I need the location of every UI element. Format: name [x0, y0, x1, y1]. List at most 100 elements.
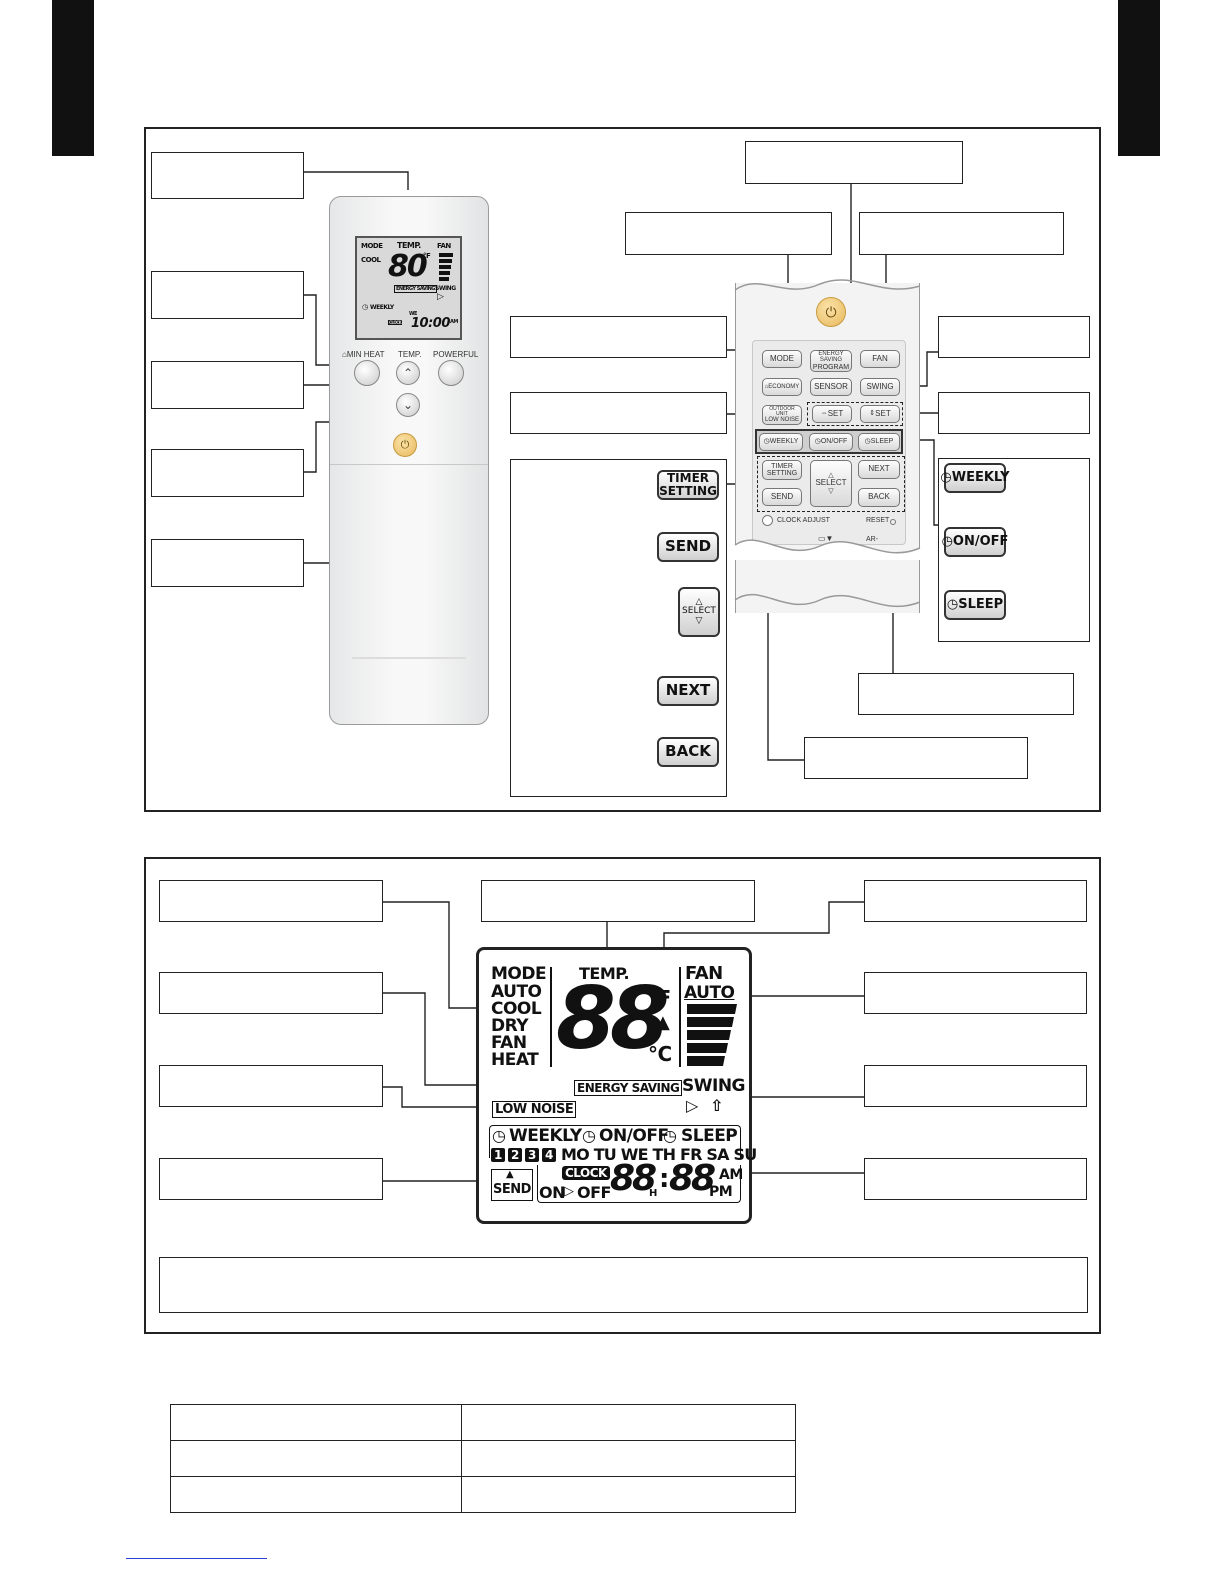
display-swing: SWING	[682, 1076, 746, 1096]
powerful-button[interactable]	[438, 360, 464, 386]
set-vertical-button[interactable]: ⇕SET	[860, 405, 900, 423]
energy-saving-button[interactable]: ENERGY SAVING PROGRAM	[810, 350, 852, 372]
low-noise-button[interactable]: OUTDOOR UNIT LOW NOISE	[762, 405, 802, 425]
select-up-icon: △	[695, 596, 703, 607]
weekly-key: ◷WEEKLY	[940, 463, 1010, 493]
display-clock: CLOCK	[562, 1166, 610, 1180]
lcd-cool: COOL	[361, 256, 381, 264]
timer-setting-line1: TIMER	[771, 462, 793, 470]
label-box-temp-unit	[864, 880, 1087, 922]
power-icon: ⏻	[400, 439, 410, 451]
table-cell	[170, 1440, 462, 1477]
label-box-set	[938, 392, 1090, 434]
table-cell	[170, 1476, 462, 1513]
temp-up-button[interactable]: ⌃	[396, 361, 420, 385]
weekly-key-label: WEEKLY	[951, 470, 1010, 486]
remote-left-bottom-slit	[352, 657, 466, 659]
label-box-signal-transmitter	[151, 152, 304, 199]
chevron-up-icon: ⌃	[402, 366, 414, 380]
fan-button[interactable]: FAN	[860, 350, 900, 368]
on-off-key-clock-icon: ◷	[941, 534, 953, 550]
display-dry: DRY	[491, 1016, 529, 1036]
send-button[interactable]: SEND	[762, 488, 802, 506]
select-down-arrow-icon: ▽	[828, 487, 834, 495]
display-mode: MODE	[491, 964, 547, 984]
mode-button-label: MODE	[770, 353, 794, 363]
set-horizontal-label: SET	[827, 408, 844, 418]
reset-button[interactable]	[890, 519, 896, 525]
weekly-clock-icon: ◷	[763, 438, 770, 446]
on-off-key-label: ON/OFF	[952, 534, 1009, 550]
display-fan: FAN	[685, 963, 723, 984]
weekly-button[interactable]: ◷WEEKLY	[759, 433, 803, 451]
display-time-minutes: 88	[669, 1158, 716, 1199]
fan-button-label: FAN	[872, 353, 888, 363]
select-down-icon: ▽	[695, 615, 703, 626]
min-heat-label: ⌂MIN HEAT	[342, 350, 384, 359]
remote-controller-panel	[144, 127, 1101, 812]
economy-button-label: ECONOMY	[768, 383, 800, 390]
label-box-fan-speed	[864, 972, 1087, 1014]
temp-down-button[interactable]: ⌄	[396, 393, 420, 417]
display-time-hours: 88	[610, 1158, 657, 1199]
label-box-min-heat	[151, 271, 304, 319]
display-send: SEND	[493, 1182, 531, 1197]
label-box-temp	[151, 361, 304, 409]
program-number-4: 4	[542, 1148, 556, 1162]
table-cell	[461, 1404, 796, 1441]
display-triangle-icon: ▲	[656, 1012, 670, 1033]
clock-adjust-button[interactable]	[762, 515, 773, 526]
on-off-button[interactable]: ◷ON/OFF	[809, 433, 853, 451]
next-key: NEXT	[657, 676, 719, 706]
label-box-economy	[510, 316, 727, 358]
swing-button[interactable]: SWING	[860, 378, 900, 396]
timer-setting-button[interactable]: TIMER SETTING	[762, 460, 802, 480]
lcd-unit: °F	[423, 252, 431, 260]
power-button-right[interactable]: ⏻	[816, 297, 846, 327]
lcd-fan: FAN	[437, 242, 451, 250]
label-box-clock-adjust	[804, 737, 1028, 779]
display-pm: PM	[709, 1184, 733, 1200]
clock-section-frame	[537, 1165, 741, 1203]
display-energy-saving: ENERGY SAVING	[574, 1080, 683, 1096]
energy-saving-button-line1: ENERGY SAVING	[818, 351, 844, 364]
sensor-button[interactable]: SENSOR	[810, 378, 852, 396]
on-off-key: ◷ON/OFF	[941, 527, 1009, 557]
min-heat-button[interactable]	[354, 360, 380, 386]
back-key: BACK	[657, 737, 719, 767]
label-box-energy-saving	[159, 972, 383, 1014]
next-button[interactable]: NEXT	[858, 460, 900, 479]
send-indicator-frame	[491, 1169, 533, 1201]
economy-button[interactable]: ⌂ECONOMY	[762, 378, 802, 396]
select-button[interactable]: △ SELECT ▽	[810, 460, 852, 507]
timer-setting-key-line1: TIMER	[666, 471, 710, 486]
chevron-down-icon: ⌄	[402, 398, 414, 412]
mode-button[interactable]: MODE	[762, 350, 802, 368]
set-buttons-group	[807, 402, 903, 426]
timer-setting-line2: SETTING	[766, 470, 798, 477]
display-colon: :	[659, 1164, 669, 1194]
label-box-low-noise-indicator	[159, 1065, 383, 1107]
set-horizontal-button[interactable]: ⇔SET	[812, 405, 852, 423]
display-temp: TEMP.	[579, 964, 630, 983]
battery-icon: ▭▼	[818, 534, 834, 543]
swing-button-label: SWING	[866, 381, 894, 391]
lcd-fan-bars	[439, 253, 453, 281]
display-digits: 88	[556, 969, 670, 1069]
table-row	[170, 1404, 796, 1441]
display-am: AM	[719, 1167, 743, 1183]
label-box-mode	[625, 212, 832, 255]
display-weekly-clock-icon: ◷	[492, 1126, 506, 1145]
lcd-ampm: AM	[450, 319, 458, 325]
display-swing-vertical-icon: ▷	[686, 1096, 698, 1115]
program-buttons-group	[757, 456, 905, 512]
program-number-3: 3	[525, 1148, 539, 1162]
timer-setting-key-line2: SETTING	[659, 484, 717, 498]
sleep-button[interactable]: ◷SLEEP	[858, 433, 900, 451]
lcd-swing-icon: ▷	[437, 292, 444, 302]
back-button[interactable]: BACK	[858, 488, 900, 507]
back-button-label: BACK	[868, 492, 890, 502]
power-button-left[interactable]: ⏻	[393, 433, 417, 457]
display-deg-f: °F	[648, 986, 671, 1010]
